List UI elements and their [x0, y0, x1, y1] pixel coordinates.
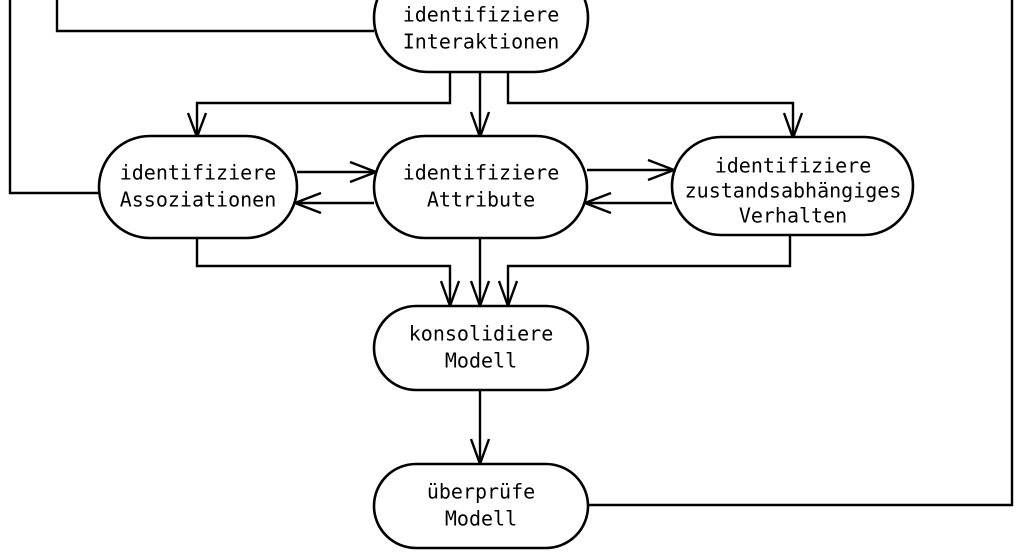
- edge-ueberpruefe-feedback-right: [589, 0, 1014, 507]
- edge-interaktionen-to-assoziationen: [186, 72, 452, 141]
- node-label-line2: Attribute: [427, 188, 535, 212]
- edge-path: [55, 0, 374, 33]
- node-shape: [97, 134, 299, 240]
- edge-path: [589, 0, 1014, 507]
- node-label-line2: Assoziationen: [120, 188, 277, 212]
- node-shape: [372, 0, 590, 74]
- edge-path: [195, 72, 452, 136]
- node-label-line2: Modell: [445, 349, 517, 373]
- edge-path: [195, 238, 452, 305]
- node-identifiziere-zustandsabhaengiges-verhalten[interactable]: identifiziere zustandsabhängiges Verhalt…: [670, 135, 915, 237]
- edge-attribute-to-verhalten: [587, 158, 678, 182]
- edge-verhalten-to-attribute: [581, 191, 672, 215]
- edge-konsolidiere-to-ueberpruefe: [469, 390, 491, 468]
- edge-interaktionen-feedback-left: [55, 0, 374, 33]
- node-label-line1: identifiziere: [715, 154, 872, 178]
- node-label-line1: konsolidiere: [409, 322, 554, 346]
- edge-assoziationen-feedback-left: [8, 0, 100, 195]
- edge-path: [506, 72, 795, 137]
- node-label-line1: identifiziere: [403, 3, 560, 27]
- edge-assoziationen-to-konsolidiere: [195, 238, 461, 310]
- edge-attribute-to-konsolidiere: [469, 238, 491, 310]
- node-shape: [372, 134, 589, 240]
- edge-path: [506, 235, 792, 305]
- node-shape: [372, 462, 590, 550]
- node-ueberpruefe-modell[interactable]: überprüfe Modell: [372, 462, 590, 550]
- node-label-line2: Modell: [445, 507, 517, 531]
- edge-interaktionen-to-attribute: [469, 72, 491, 141]
- node-identifiziere-attribute[interactable]: identifiziere Attribute: [372, 134, 589, 240]
- node-identifiziere-interaktionen[interactable]: identifiziere Interaktionen: [372, 0, 590, 74]
- node-shape: [372, 304, 590, 392]
- node-identifiziere-assoziationen[interactable]: identifiziere Assoziationen: [97, 134, 299, 240]
- node-label-line2: Interaktionen: [403, 30, 560, 54]
- edge-path: [8, 0, 100, 195]
- node-shape: [670, 135, 915, 237]
- edge-interaktionen-to-verhalten: [506, 72, 804, 142]
- edge-verhalten-to-konsolidiere: [497, 235, 792, 310]
- node-konsolidiere-modell[interactable]: konsolidiere Modell: [372, 304, 590, 392]
- node-label-line1: identifiziere: [403, 161, 560, 185]
- edge-assoziationen-to-attribute: [297, 160, 380, 184]
- node-label-line2: zustandsabhängiges: [685, 179, 902, 203]
- edge-attribute-to-assoziationen: [291, 191, 374, 215]
- node-label-line1: überprüfe: [427, 480, 535, 504]
- node-label-line1: identifiziere: [120, 161, 277, 185]
- node-label-line3: Verhalten: [739, 204, 847, 228]
